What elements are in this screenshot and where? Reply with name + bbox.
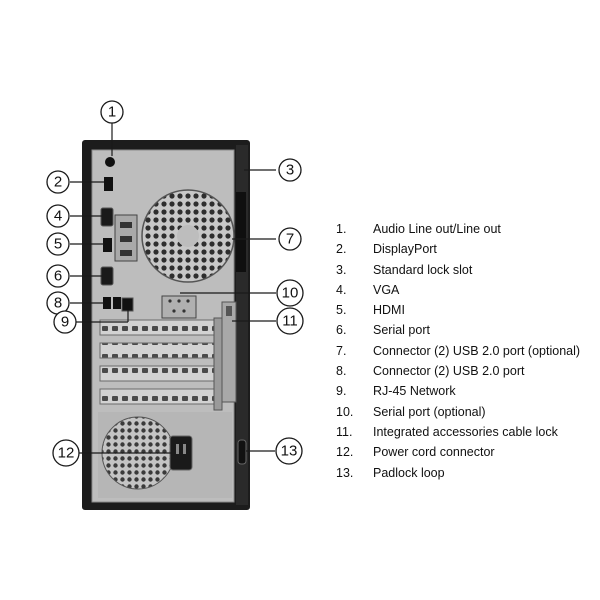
legend-item: 7. Connector (2) USB 2.0 port (optional) [336, 341, 596, 361]
callout-label-10: 10 [282, 285, 299, 302]
legend-label: Serial port (optional) [373, 404, 486, 419]
legend-number: 4. [336, 282, 347, 297]
legend-number: 3. [336, 262, 347, 277]
legend-item: 1. Audio Line out/Line out [336, 219, 596, 239]
expansion-slot [99, 342, 217, 359]
legend-number: 8. [336, 364, 347, 379]
legend-item: 2. DisplayPort [336, 239, 596, 259]
fan-hub-icon [177, 225, 199, 247]
legend-item: 10. Serial port (optional) [336, 402, 596, 422]
legend-item: 3. Standard lock slot [336, 260, 596, 280]
legend-item: 5. HDMI [336, 300, 596, 320]
legend-item: 6. Serial port [336, 320, 596, 340]
port-legend: 1.Audio Line out/Line out 2.DisplayPort … [336, 219, 596, 483]
callout-13 [275, 437, 303, 465]
callout-12 [52, 439, 80, 467]
legend-label: Audio Line out/Line out [373, 222, 501, 236]
legend-label: Serial port [373, 323, 430, 338]
usb-port-icon [113, 297, 121, 309]
rj45-port-icon [121, 297, 134, 312]
callout-label-8: 8 [54, 295, 62, 312]
callout-1 [100, 100, 124, 124]
legend-label: HDMI [373, 303, 405, 318]
legend-item: 11. Integrated accessories cable lock [336, 422, 596, 442]
callout-label-4: 4 [54, 208, 62, 225]
legend-number: 6. [336, 323, 347, 338]
legend-label: Standard lock slot [373, 262, 473, 277]
legend-label: Integrated accessories cable lock [373, 424, 558, 439]
callout-label-3: 3 [286, 162, 294, 179]
expansion-slot [99, 388, 217, 405]
callout-label-12: 12 [58, 445, 75, 462]
legend-number: 5. [336, 303, 347, 318]
legend-number: 9. [336, 384, 347, 399]
power-connector-icon [169, 435, 193, 471]
legend-number: 7. [336, 343, 347, 358]
optional-serial-plate [161, 295, 197, 319]
callout-label-7: 7 [286, 231, 294, 248]
callout-label-2: 2 [54, 174, 62, 191]
vga-port-icon [100, 207, 114, 227]
legend-item: 4. VGA [336, 280, 596, 300]
legend-number: 11. [336, 424, 353, 439]
legend-item: 12. Power cord connector [336, 442, 596, 462]
legend-item: 8. Connector (2) USB 2.0 port [336, 361, 596, 381]
legend-label: Padlock loop [373, 465, 445, 480]
callout-9 [53, 310, 77, 334]
usb-port-icon [103, 297, 111, 309]
callout-11 [276, 307, 304, 335]
legend-label: Power cord connector [373, 445, 495, 460]
legend-item: 9. RJ-45 Network [336, 381, 596, 401]
callout-label-9: 9 [61, 314, 69, 331]
cable-lock-bracket [221, 301, 237, 403]
legend-number: 2. [336, 242, 347, 257]
lock-slot-bar [236, 192, 246, 272]
callout-label-1: 1 [108, 104, 116, 121]
callout-5 [46, 232, 70, 256]
callout-6 [46, 264, 70, 288]
legend-label: Connector (2) USB 2.0 port [373, 364, 525, 379]
callout-label-5: 5 [54, 236, 62, 253]
callout-7 [278, 227, 302, 251]
hdmi-port-icon [103, 238, 112, 252]
callout-label-11: 11 [282, 313, 298, 330]
legend-label: RJ-45 Network [373, 384, 456, 399]
legend-label: DisplayPort [373, 242, 437, 257]
callout-10 [276, 279, 304, 307]
legend-label: VGA [373, 282, 400, 297]
legend-number: 12. [336, 445, 354, 460]
legend-number: 10. [336, 404, 354, 419]
serial-port-icon [100, 266, 114, 286]
legend-label: Connector (2) USB 2.0 port (optional) [373, 343, 581, 358]
displayport-icon [104, 177, 113, 191]
padlock-loop-icon [237, 439, 247, 465]
callout-4 [46, 204, 70, 228]
callout-3 [278, 158, 302, 182]
audio-jack-icon [105, 157, 115, 167]
callout-label-13: 13 [281, 443, 298, 460]
callout-label-6: 6 [54, 268, 62, 285]
expansion-slot [99, 365, 217, 382]
legend-number: 1. [336, 222, 347, 236]
legend-item: 13. Padlock loop [336, 463, 596, 483]
callout-2 [46, 170, 70, 194]
legend-number: 13. [336, 465, 354, 480]
